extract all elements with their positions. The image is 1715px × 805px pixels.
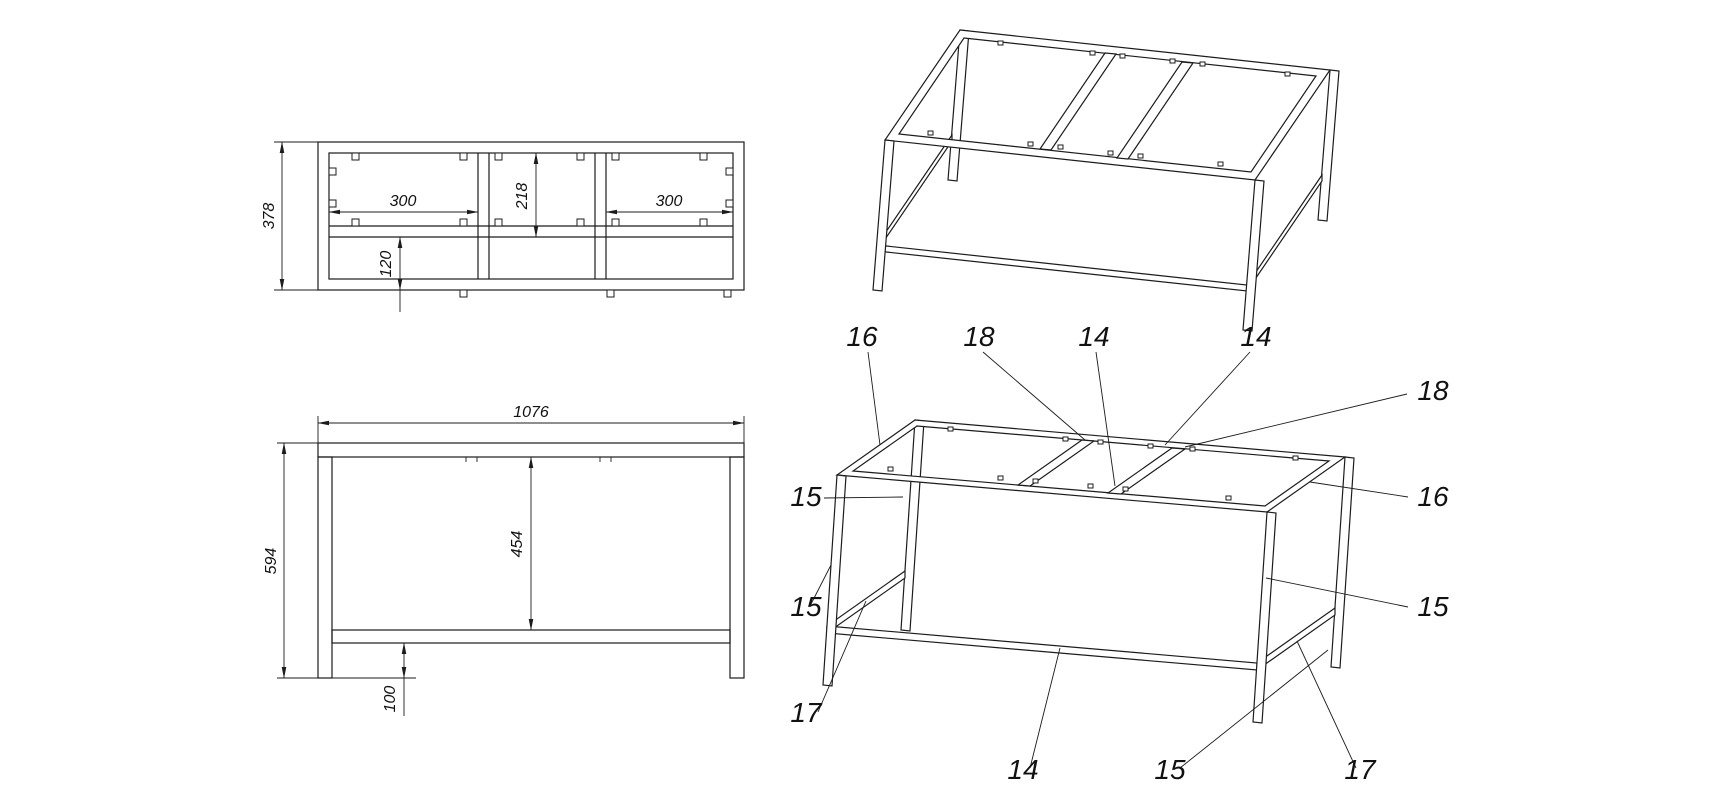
callout-leaders [809,351,1409,769]
callout-end-rail-right: 16 [1417,481,1449,512]
dim-left-bay: 300 [390,193,417,210]
callout-leg-rear-left: 15 [790,481,822,512]
callout-leg-front-left: 15 [790,591,822,622]
dim-width: 1076 [513,404,549,421]
dim-stretcher-height: 100 [382,686,399,713]
callout-labels: 16 18 14 14 18 16 15 15 15 17 14 15 17 [790,321,1449,785]
plan-view: 378 300 218 300 120 [261,141,745,312]
annotated-iso-view: 16 18 14 14 18 16 15 15 15 17 14 15 17 [790,321,1449,785]
iso-view [872,29,1340,332]
front-view: 1076 594 454 100 [263,404,745,716]
mounting-tabs [328,152,734,298]
dim-height: 594 [263,548,280,575]
callout-leg-front-right: 15 [1417,591,1449,622]
callout-cross-member-right: 18 [1417,375,1449,406]
callout-long-rail-front: 14 [1078,321,1109,352]
callout-long-rail-rear: 14 [1240,321,1271,352]
callout-long-stretcher: 14 [1007,754,1038,785]
mounting-tabs [887,426,1299,501]
dim-depth: 378 [261,203,278,230]
callout-side-stretcher-left: 17 [790,697,823,728]
dim-inner-depth: 218 [514,183,531,211]
callout-leg-rear-right: 15 [1154,754,1186,785]
mounting-tabs [927,40,1291,167]
callout-end-rail-left: 16 [846,321,878,352]
dim-right-bay: 300 [656,193,683,210]
dim-stretcher-offset: 120 [378,251,395,278]
dim-inner-height: 454 [509,531,526,558]
front-dimensions: 1076 594 454 100 [263,404,745,716]
callout-cross-member-left: 18 [963,321,995,352]
callout-side-stretcher-right: 17 [1344,754,1377,785]
plan-dimensions: 378 300 218 300 120 [261,141,734,312]
